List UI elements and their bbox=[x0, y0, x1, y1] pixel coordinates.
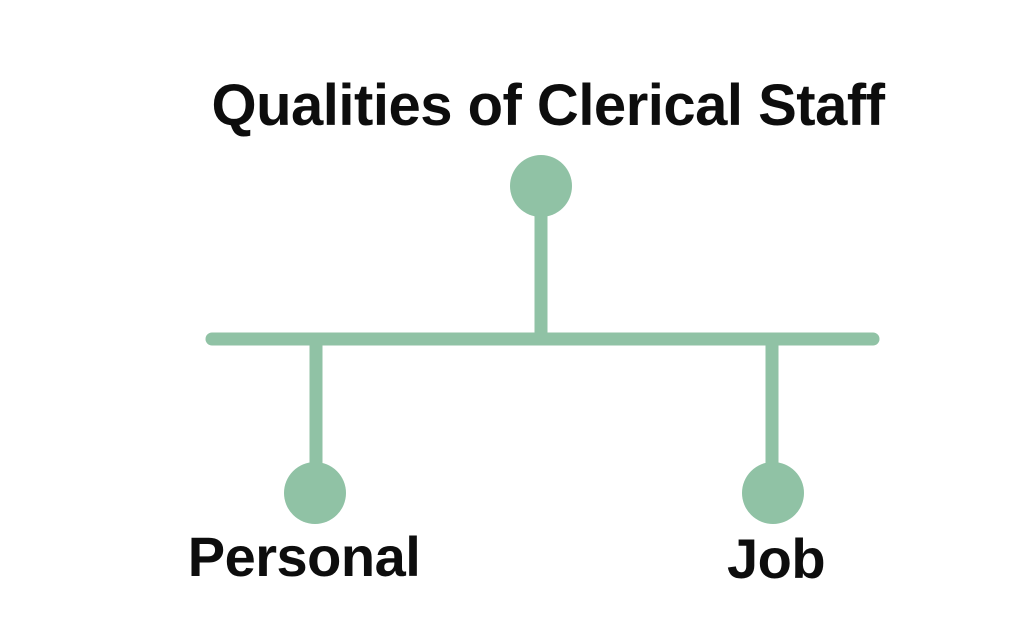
branch-label-job: Job bbox=[726, 527, 826, 590]
branch-label-personal: Personal bbox=[187, 525, 421, 588]
left-node-circle bbox=[284, 462, 346, 524]
right-node-circle bbox=[742, 462, 804, 524]
diagram-title: Qualities of Clerical Staff bbox=[211, 73, 885, 138]
